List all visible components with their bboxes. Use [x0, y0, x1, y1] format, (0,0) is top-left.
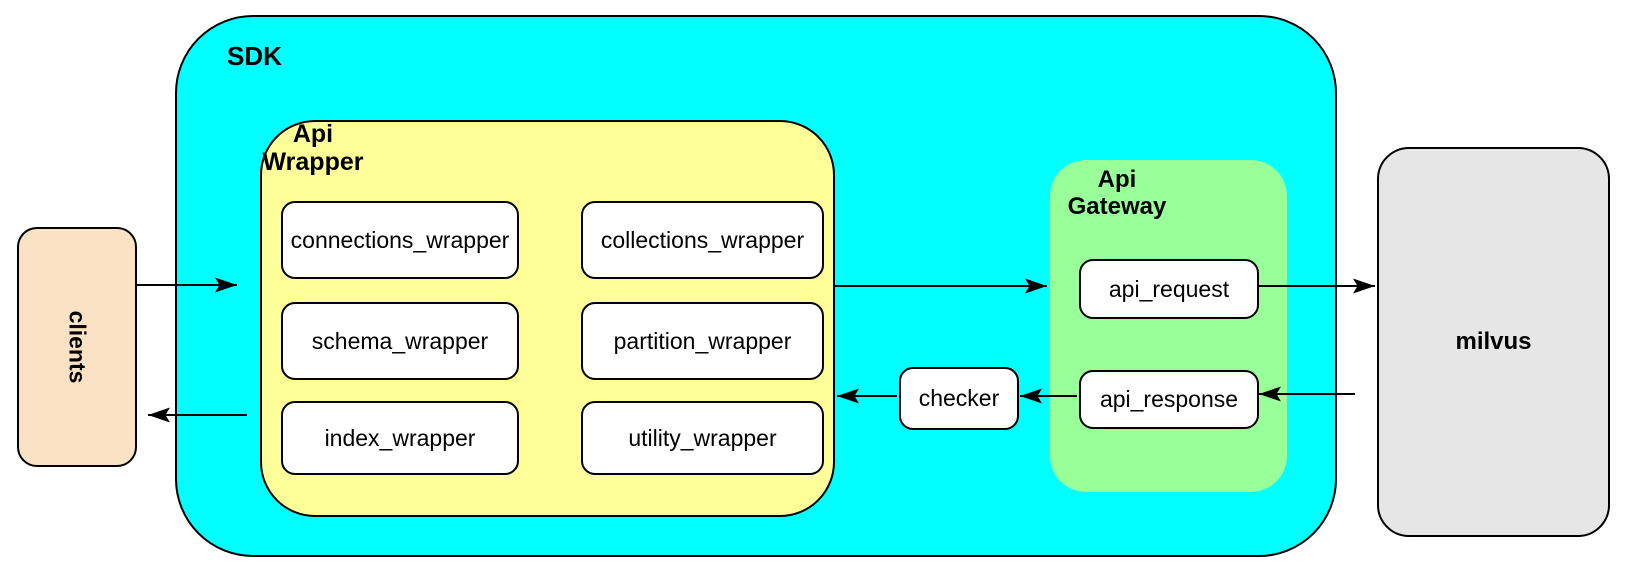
node-utility-wrapper: utility_wrapper [581, 401, 824, 475]
group-api-wrapper: Api Wrapper connections_wrapper collecti… [260, 120, 835, 517]
node-schema-wrapper: schema_wrapper [281, 302, 519, 380]
clients-label: clients [64, 310, 91, 384]
node-clients: clients [17, 227, 137, 467]
node-label: collections_wrapper [600, 226, 805, 253]
node-checker: checker [899, 367, 1019, 430]
group-sdk: SDK Api Wrapper connections_wrapper coll… [175, 15, 1337, 557]
node-label: api_request [1108, 275, 1230, 302]
node-partition-wrapper: partition_wrapper [581, 302, 824, 380]
node-api-request: api_request [1079, 259, 1259, 319]
node-label: checker [918, 385, 1000, 411]
node-label: utility_wrapper [628, 424, 777, 451]
node-api-response: api_response [1079, 370, 1259, 429]
node-index-wrapper: index_wrapper [281, 401, 519, 475]
api-gateway-label: Api Gateway [1067, 166, 1167, 220]
api-wrapper-label: Api Wrapper [262, 120, 364, 176]
node-label: api_response [1099, 386, 1239, 412]
node-connections-wrapper: connections_wrapper [281, 201, 519, 279]
sdk-label: SDK [227, 41, 282, 71]
group-api-gateway: Api Gateway api_request api_response [1050, 160, 1287, 492]
node-label: index_wrapper [324, 424, 476, 451]
milvus-label: milvus [1455, 328, 1532, 355]
node-label: partition_wrapper [613, 327, 792, 354]
node-milvus: milvus [1377, 147, 1610, 537]
node-label: schema_wrapper [311, 327, 489, 354]
node-collections-wrapper: collections_wrapper [581, 201, 824, 279]
node-label: connections_wrapper [290, 226, 510, 253]
